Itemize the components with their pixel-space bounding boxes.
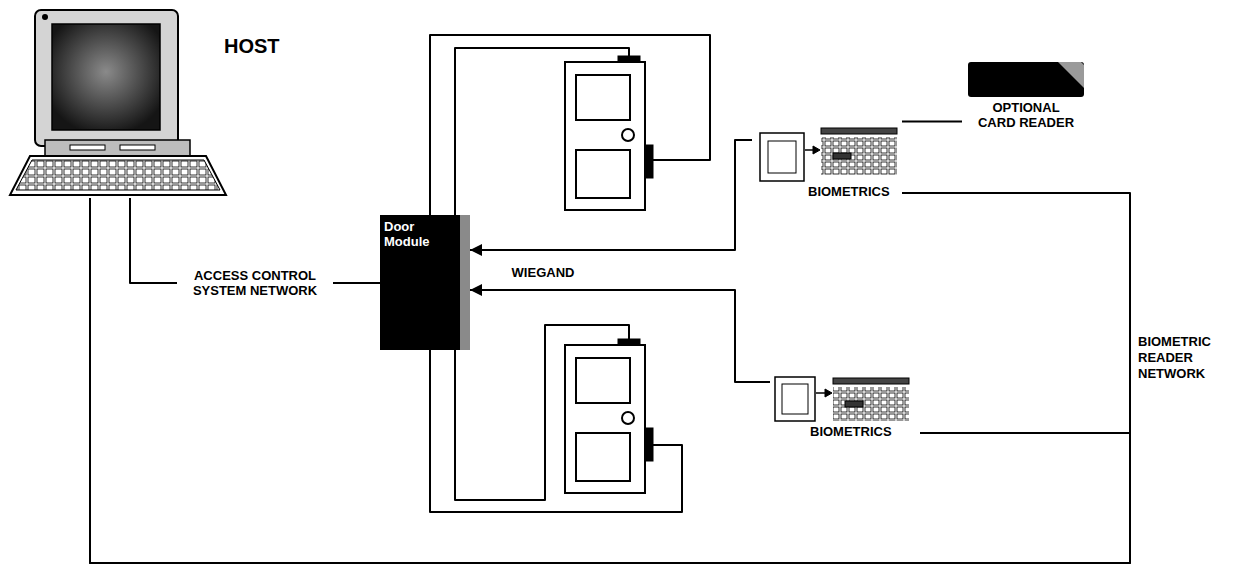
node-text: BIOMETRICS xyxy=(810,424,920,439)
host-computer-node: HOST xyxy=(8,8,228,198)
host-computer xyxy=(10,10,226,195)
connector-line xyxy=(90,193,1130,563)
edge-label: WIEGAND xyxy=(495,264,591,281)
card-reader xyxy=(968,62,1084,97)
door-illustration xyxy=(565,56,653,210)
biometric-reader xyxy=(775,377,909,421)
door-module-box: Door Module xyxy=(380,215,470,350)
connector-line xyxy=(470,140,752,250)
connector-line xyxy=(470,290,770,382)
node-text: HOST xyxy=(224,34,280,58)
card-reader-node: OPTIONAL CARD READER xyxy=(962,60,1090,133)
edge-label: ACCESS CONTROL SYSTEM NETWORK xyxy=(177,267,333,299)
biometric-reader xyxy=(760,128,897,181)
door-wire xyxy=(430,35,710,512)
biometrics-node: BIOMETRICS xyxy=(752,110,902,201)
node-text: Door Module xyxy=(384,219,456,249)
connector-line xyxy=(90,198,1130,563)
node-text: OPTIONAL CARD READER xyxy=(972,100,1080,130)
network-label: BIOMETRIC READER NETWORK xyxy=(1138,334,1234,382)
door-illustration xyxy=(565,339,653,493)
biometrics-node: BIOMETRICS xyxy=(770,372,920,441)
connector-line xyxy=(902,121,962,123)
node-text: BIOMETRICS xyxy=(808,184,902,199)
